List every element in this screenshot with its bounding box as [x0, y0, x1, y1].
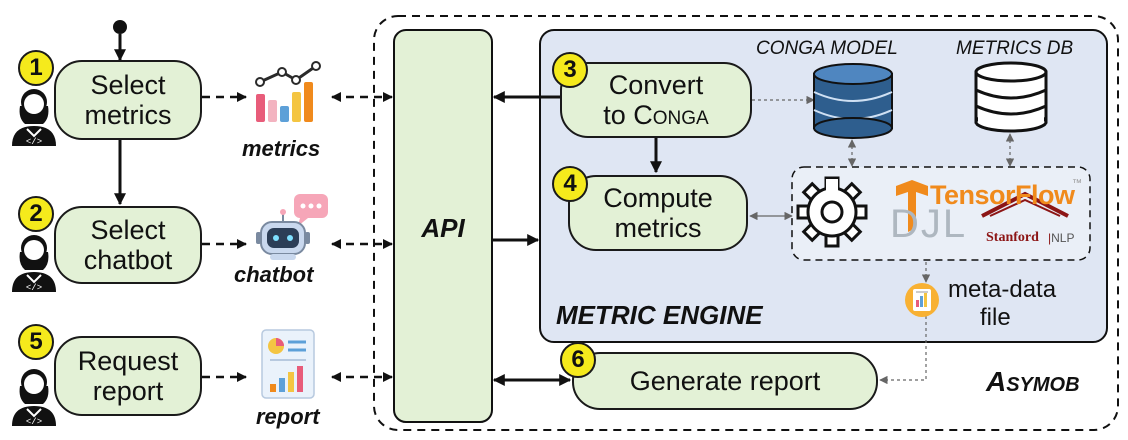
- step-1-node: Select metrics: [54, 60, 202, 140]
- step-4-badge: 4: [552, 166, 588, 202]
- step-1-badge: 1: [18, 50, 54, 86]
- database-icon-conga-model: [813, 63, 893, 139]
- robot-icon: [256, 194, 328, 260]
- user-icon-2: </>: [12, 235, 56, 293]
- step-1-line2: metrics: [84, 100, 172, 130]
- metrics-label: metrics: [242, 136, 321, 161]
- stanford-roof-icon: [981, 191, 1069, 218]
- step-4-line2: metrics: [614, 213, 702, 243]
- user-icon-5: </>: [12, 369, 56, 427]
- step-6-line1: Generate report: [629, 366, 821, 396]
- step-4-node: Compute metrics: [568, 175, 748, 251]
- svg-text:</>: </>: [26, 137, 42, 147]
- step-3-line1: Convert: [608, 70, 704, 100]
- metrics-chart-icon: [255, 61, 321, 122]
- stanford-label: Stanford: [986, 230, 1039, 245]
- stanford-nlp-label: |NLP: [1048, 231, 1075, 245]
- step-1-line1: Select: [90, 70, 166, 100]
- nlp-label: NLP: [1051, 231, 1075, 245]
- svg-text:</>: </>: [26, 417, 42, 427]
- step-5-badge: 5: [18, 324, 54, 360]
- svg-text:</>: </>: [26, 283, 42, 293]
- step-2-node: Select chatbot: [54, 206, 202, 284]
- api-box: [393, 29, 493, 423]
- step-6-badge: 6: [560, 342, 596, 378]
- step-4-line1: Compute: [603, 183, 713, 213]
- report-document-icon: [261, 329, 315, 399]
- metadata-line1: meta-data: [948, 276, 1057, 303]
- start-node: [113, 20, 127, 34]
- step-5-line2: report: [92, 376, 164, 406]
- conga-model-label: CONGA MODEL: [756, 38, 898, 59]
- tensorflow-tm: ™: [1072, 178, 1082, 189]
- asymob-container: [373, 15, 1119, 431]
- step-2-line1: Select: [90, 215, 166, 245]
- step-2-line2: chatbot: [83, 245, 173, 275]
- metadata-line2: file: [980, 304, 1011, 331]
- database-icon-metrics-db: [974, 61, 1048, 133]
- library-container: [791, 166, 1091, 261]
- metric-engine-label: METRIC ENGINE: [556, 300, 763, 330]
- report-label: report: [256, 404, 320, 429]
- djl-label: DJL: [890, 202, 968, 246]
- step-3-line2-conga: Conga: [633, 100, 709, 130]
- step-5-line1: Request: [77, 346, 179, 376]
- user-icon-1: </>: [12, 89, 56, 147]
- step-5-node: Request report: [54, 336, 202, 416]
- metadata-file-icon: [905, 283, 939, 317]
- step-3-node: Convert to Conga: [560, 62, 752, 138]
- api-label: API: [421, 213, 465, 243]
- asymob-label: Asymob: [986, 366, 1080, 397]
- tensorflow-logo-icon: [896, 180, 928, 232]
- step-2-badge: 2: [18, 196, 54, 232]
- metrics-db-label: METRICS DB: [956, 38, 1074, 59]
- tensorflow-label: TensorFlow: [930, 180, 1075, 210]
- gear-icon: [796, 176, 868, 248]
- step-3-line2-to: to: [603, 100, 634, 130]
- chatbot-label: chatbot: [234, 262, 314, 287]
- step-6-node: Generate report: [572, 352, 878, 410]
- step-3-badge: 3: [552, 52, 588, 88]
